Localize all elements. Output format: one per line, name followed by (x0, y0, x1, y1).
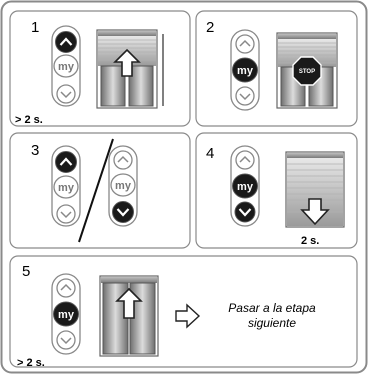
next-step-line-1: Pasar a la etapa (228, 301, 316, 315)
my-button[interactable] (110, 173, 136, 197)
chevron-down-icon (60, 91, 72, 99)
my-button[interactable] (53, 175, 79, 199)
my-button[interactable] (232, 57, 258, 83)
chevron-up-icon (239, 39, 251, 47)
down-button[interactable] (56, 330, 76, 350)
my-button[interactable] (53, 301, 79, 327)
window-shutter-icon (285, 151, 345, 228)
remote-b: my (108, 145, 138, 227)
chevron-down-icon (238, 208, 252, 217)
up-button[interactable] (55, 151, 77, 173)
step-5-number: 5 (22, 263, 30, 280)
step-4-duration: 2 s. (301, 235, 319, 247)
my-label: my (58, 61, 75, 73)
step-2-panel: 2 my STOP (195, 10, 358, 127)
chevron-up-icon (59, 37, 73, 46)
stop-sign-icon (292, 56, 322, 86)
down-button[interactable] (235, 86, 255, 106)
my-label: my (115, 180, 132, 192)
remote: my (230, 145, 260, 227)
up-button[interactable] (55, 31, 77, 53)
up-button[interactable] (235, 150, 255, 170)
step-1-panel: 1 my > 2 s. (9, 10, 191, 127)
my-button[interactable] (232, 173, 258, 199)
chevron-up-icon (117, 155, 129, 163)
chevron-down-icon (239, 93, 251, 101)
arrow-up-icon (113, 48, 141, 77)
step-3-panel: 3 my my (9, 132, 191, 249)
my-button[interactable] (53, 54, 79, 78)
step-5-panel: 5 my Pasar a la etapa siguiente > 2 s. (9, 255, 358, 369)
window-shutter-icon: STOP (276, 32, 338, 109)
remote: my (51, 273, 81, 355)
step-5-duration: > 2 s. (17, 357, 45, 369)
step-4-panel: 4 my 2 s. (195, 132, 358, 249)
chevron-down-icon (116, 208, 130, 217)
my-label: my (237, 65, 254, 77)
chevron-up-icon (239, 155, 251, 163)
my-label: my (58, 182, 75, 194)
step-1-number: 1 (31, 19, 39, 36)
chevron-up-icon (59, 157, 73, 166)
my-label: my (58, 309, 75, 321)
down-button[interactable] (56, 204, 76, 224)
stop-sign-label: STOP (299, 69, 315, 75)
step-1-duration: > 2 s. (15, 114, 43, 126)
down-button[interactable] (112, 201, 134, 223)
step-2-number: 2 (206, 19, 214, 36)
arrow-down-icon (300, 198, 330, 226)
arrow-right-icon (175, 303, 201, 329)
arrow-up-icon (115, 287, 143, 319)
down-button[interactable] (56, 84, 76, 104)
step-3-number: 3 (31, 142, 39, 159)
chevron-down-icon (60, 211, 72, 219)
remote: my (230, 29, 260, 111)
my-label: my (237, 181, 254, 193)
up-button[interactable] (56, 278, 76, 298)
window-shutter-icon (96, 29, 164, 109)
window-shutter-icon (99, 275, 159, 357)
divider-slash (78, 138, 114, 243)
remote: my (51, 25, 81, 107)
chevron-down-icon (60, 337, 72, 345)
up-button[interactable] (113, 150, 133, 170)
step-4-number: 4 (206, 145, 214, 162)
down-button[interactable] (234, 201, 256, 223)
remote-a: my (51, 145, 81, 227)
next-step-line-2: siguiente (248, 316, 296, 330)
chevron-up-icon (60, 283, 72, 291)
up-button[interactable] (235, 34, 255, 54)
